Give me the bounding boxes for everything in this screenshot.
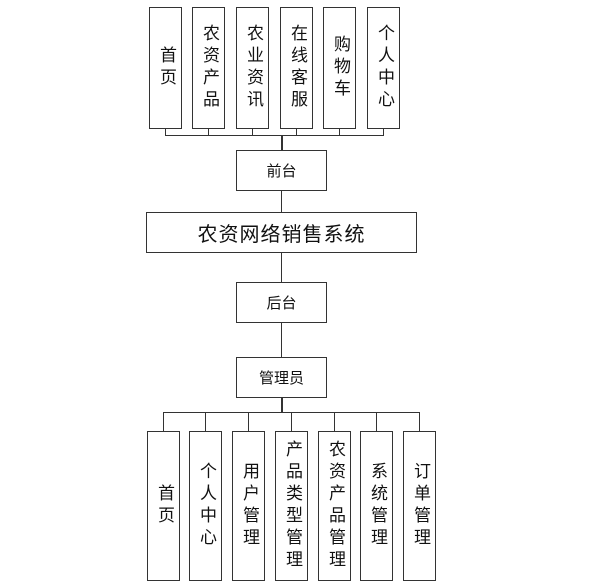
connector	[281, 191, 282, 213]
module-box: 农资产品管理	[318, 431, 351, 581]
module-box: 产品类型管理	[275, 431, 308, 581]
connector	[208, 129, 209, 136]
connector	[339, 129, 340, 136]
connector	[281, 253, 282, 283]
admin-label: 管理员	[258, 369, 304, 387]
connector	[281, 398, 283, 413]
module-label: 农资产品	[199, 24, 219, 112]
module-box: 在线客服	[280, 7, 313, 129]
connector-bus	[165, 135, 384, 136]
module-box: 农业资讯	[236, 7, 269, 129]
module-label: 系统管理	[367, 462, 387, 550]
connector	[248, 412, 249, 432]
connector	[296, 129, 297, 136]
system-title-box: 农资网络销售系统	[146, 212, 417, 253]
module-label: 农资产品管理	[325, 440, 345, 572]
module-label: 用户管理	[239, 462, 259, 550]
system-title: 农资网络销售系统	[197, 222, 366, 246]
connector	[376, 412, 377, 432]
module-box: 个人中心	[367, 7, 400, 129]
connector	[383, 129, 384, 136]
admin-box: 管理员	[236, 357, 327, 398]
module-box: 订单管理	[403, 431, 436, 581]
module-label: 农业资讯	[243, 24, 263, 112]
module-box: 个人中心	[189, 431, 222, 581]
connector	[334, 412, 335, 432]
module-label: 首页	[154, 484, 174, 528]
module-label: 产品类型管理	[282, 440, 302, 572]
module-box: 购物车	[323, 7, 356, 129]
module-box: 首页	[147, 431, 180, 581]
module-box: 首页	[149, 7, 182, 129]
frontend-label: 前台	[266, 162, 297, 180]
connector	[291, 412, 292, 432]
module-box: 用户管理	[232, 431, 265, 581]
module-box: 系统管理	[360, 431, 393, 581]
module-label: 订单管理	[410, 462, 430, 550]
connector	[252, 129, 253, 136]
backend-box: 后台	[236, 282, 327, 323]
module-label: 在线客服	[287, 24, 307, 112]
connector	[281, 323, 282, 358]
module-label: 购物车	[330, 35, 350, 101]
connector	[419, 412, 420, 432]
frontend-box: 前台	[236, 150, 327, 191]
module-label: 个人中心	[374, 24, 394, 112]
connector	[163, 412, 164, 432]
connector	[281, 135, 283, 151]
connector	[165, 129, 166, 136]
module-label: 个人中心	[196, 462, 216, 550]
backend-label: 后台	[266, 294, 297, 312]
module-box: 农资产品	[192, 7, 225, 129]
connector	[205, 412, 206, 432]
module-label: 首页	[156, 46, 176, 90]
